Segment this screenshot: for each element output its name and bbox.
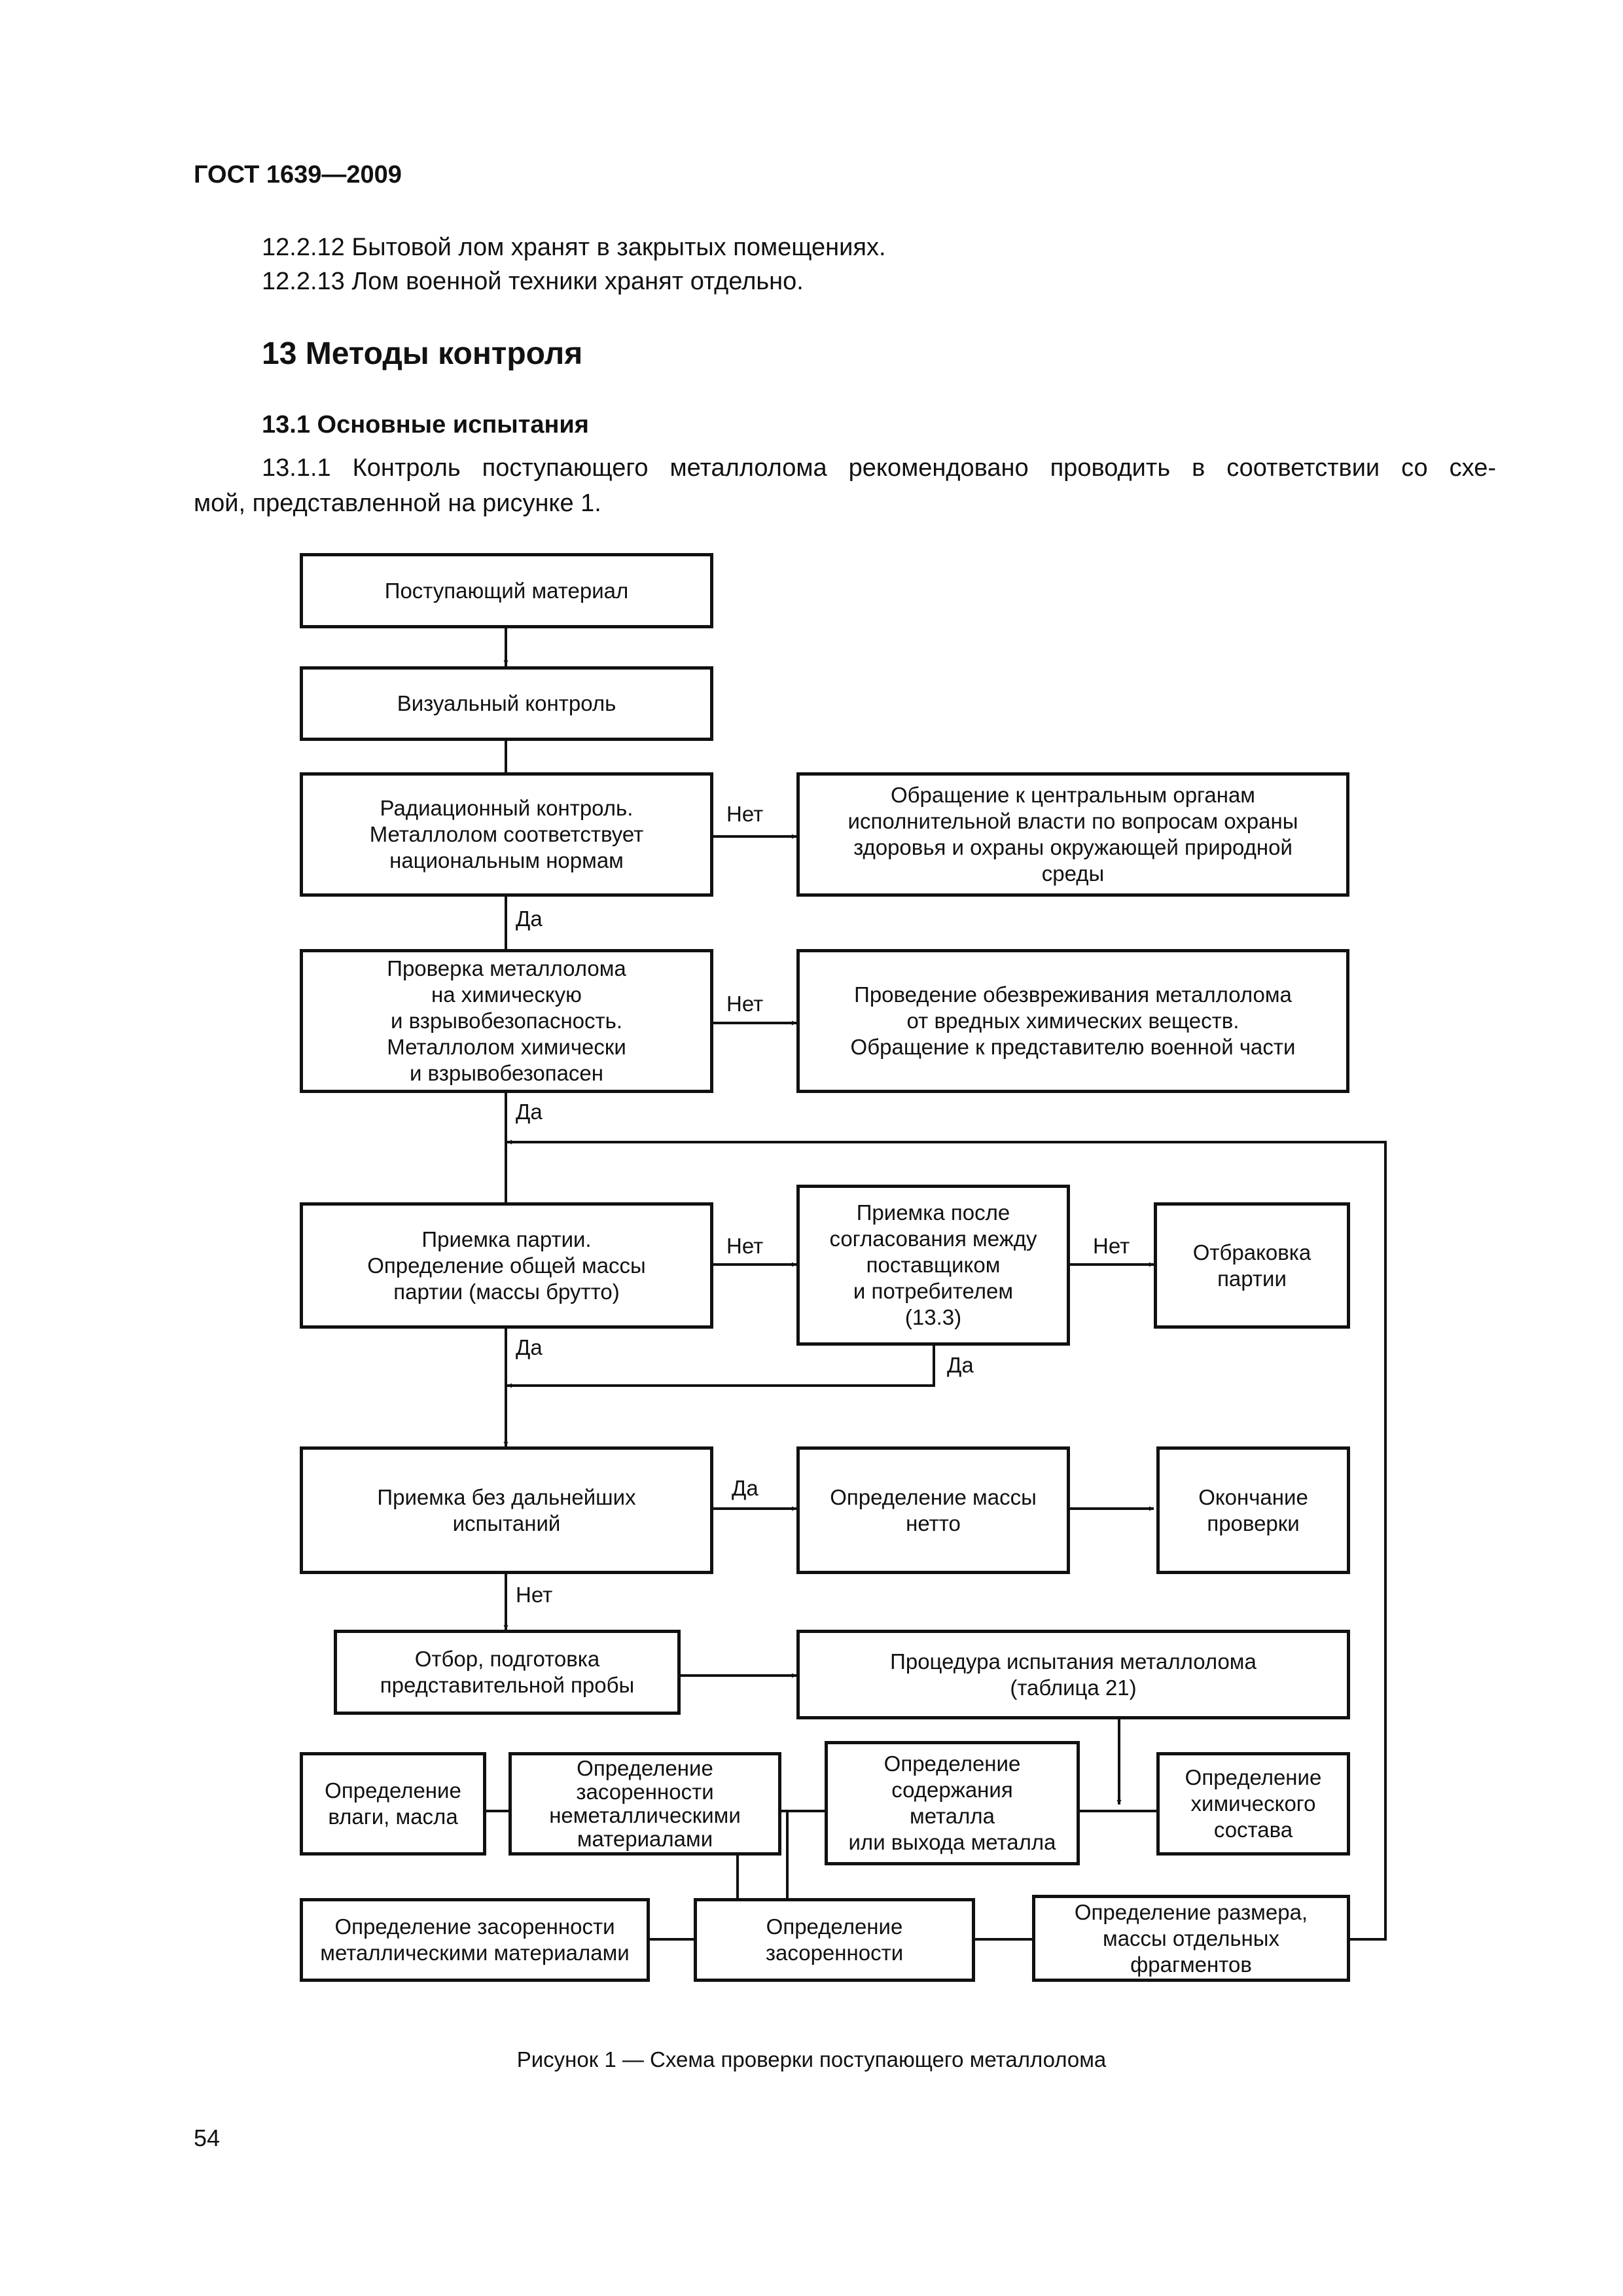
box-incoming-material: Поступающий материал bbox=[300, 553, 713, 628]
label-yes-agreement: Да bbox=[947, 1353, 974, 1377]
page-number: 54 bbox=[194, 2125, 221, 2151]
box-batch-acceptance: Приемка партии. Определение общей массы … bbox=[300, 1202, 713, 1329]
box-sampling: Отбор, подготовка представительной пробы bbox=[334, 1630, 681, 1715]
box-chemical-check: Проверка металлолома на химическую и взр… bbox=[300, 949, 713, 1093]
paragraph-13-1-1-line1: 13.1.1 Контроль поступающего металлолома… bbox=[262, 454, 1496, 482]
box-batch-reject: Отбраковка партии bbox=[1154, 1202, 1350, 1329]
label-no-radiation: Нет bbox=[726, 802, 764, 826]
box-moisture-oil: Определение влаги, масла bbox=[300, 1752, 486, 1856]
paragraph-12-2-12: 12.2.12 Бытовой лом хранят в закрытых по… bbox=[262, 234, 886, 261]
box-visual-control: Визуальный контроль bbox=[300, 666, 713, 741]
box-contamination: Определение засоренности bbox=[694, 1898, 975, 1982]
box-accept-no-tests: Приемка без дальнейших испытаний bbox=[300, 1446, 713, 1574]
box-radiation-control: Радиационный контроль. Металлолом соотве… bbox=[300, 772, 713, 897]
box-metal-contamination: Определение засоренности металлическими … bbox=[300, 1898, 650, 1982]
box-nonmetal-contamination: Определение засоренности неметаллическим… bbox=[508, 1752, 781, 1856]
box-fragment-size: Определение размера, массы отдельных фра… bbox=[1032, 1895, 1350, 1982]
section-title: 13 Методы контроля bbox=[262, 336, 583, 371]
arrow-agreement-return bbox=[507, 1346, 935, 1388]
paragraph-12-2-13: 12.2.13 Лом военной техники хранят отдел… bbox=[262, 268, 804, 295]
label-yes-no-tests: Да bbox=[732, 1476, 758, 1500]
label-yes-chemical: Да bbox=[516, 1100, 543, 1124]
label-no-agreement: Нет bbox=[1093, 1234, 1130, 1258]
figure-caption: Рисунок 1 — Схема проверки поступающего … bbox=[516, 2047, 1107, 2072]
document-header: ГОСТ 1639—2009 bbox=[194, 161, 402, 188]
label-no-acceptance: Нет bbox=[726, 1234, 764, 1258]
arrow-feedback-loop bbox=[507, 1139, 1387, 1941]
box-metal-content: Определение содержания металла или выход… bbox=[825, 1741, 1080, 1865]
label-no-chemical: Нет bbox=[726, 992, 764, 1016]
subsection-title: 13.1 Основные испытания bbox=[262, 411, 589, 439]
paragraph-13-1-1-line2: мой, представленной на рисунке 1. bbox=[194, 490, 601, 517]
box-acceptance-agreement: Приемка после согласования между поставщ… bbox=[796, 1185, 1070, 1346]
box-authorities: Обращение к центральным органам исполнит… bbox=[796, 772, 1349, 897]
box-chemical-composition: Определение химического состава bbox=[1156, 1752, 1350, 1856]
box-net-mass: Определение массы нетто bbox=[796, 1446, 1070, 1574]
box-neutralize: Проведение обезвреживания металлолома от… bbox=[796, 949, 1349, 1093]
box-test-procedure: Процедура испытания металлолома (таблица… bbox=[796, 1630, 1350, 1719]
paragraph-13-1-1: 13.1.1 Контроль поступающего металлолома… bbox=[194, 450, 1496, 521]
label-yes-radiation: Да bbox=[516, 906, 543, 931]
box-check-end: Окончание проверки bbox=[1156, 1446, 1350, 1574]
label-yes-acceptance: Да bbox=[516, 1335, 543, 1359]
label-no-no-tests: Нет bbox=[516, 1583, 553, 1607]
